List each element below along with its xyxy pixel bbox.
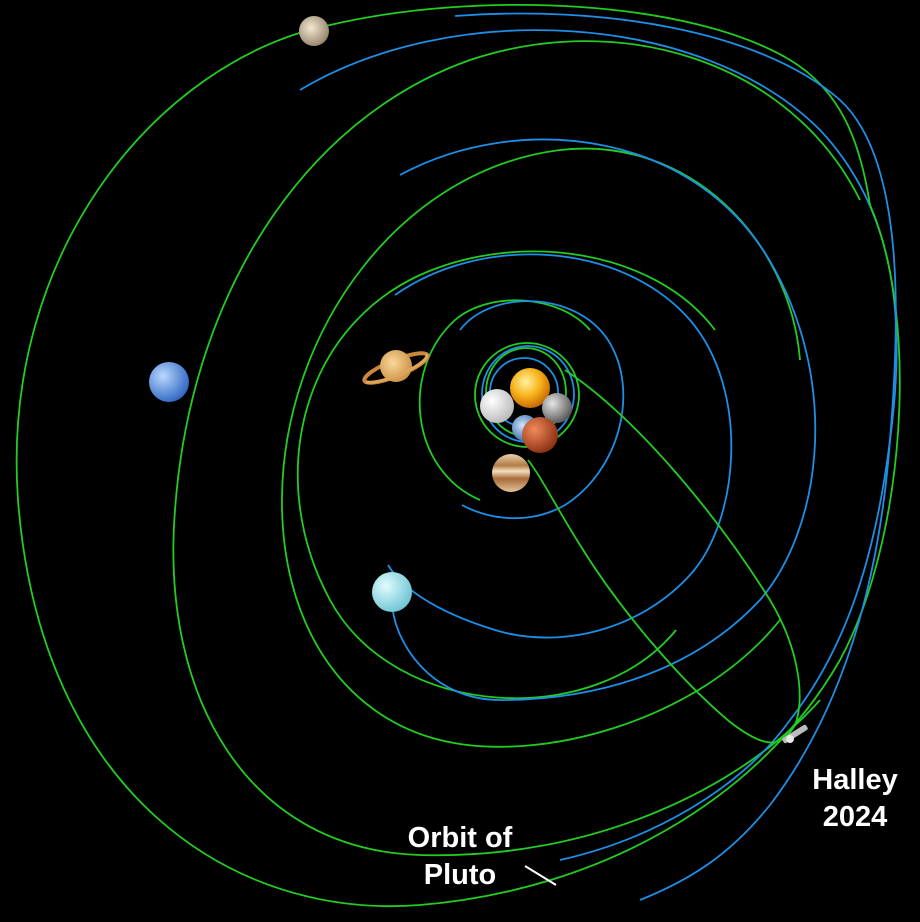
- orbit-saturn-green: [296, 250, 716, 700]
- orbit-uranus-blue: [391, 138, 817, 701]
- orbit-pluto-blue: [454, 12, 897, 901]
- halley-orbit: [527, 369, 801, 744]
- pluto-pointer-line: [524, 865, 557, 886]
- orbit-jupiter-green: [418, 299, 591, 501]
- uranus: [372, 572, 412, 612]
- halley-label-line1: Halley: [812, 764, 898, 796]
- planets: [149, 16, 808, 744]
- halley-label: Halley 2024: [805, 762, 905, 836]
- jupiter: [492, 454, 530, 492]
- outer-orbits: [15, 4, 901, 907]
- mercury: [542, 393, 572, 423]
- orbit-pluto-green: [15, 4, 901, 907]
- pluto-label-line2: Pluto: [423, 859, 497, 891]
- neptune: [149, 362, 189, 402]
- venus: [480, 389, 514, 423]
- orbit-jupiter-blue: [459, 300, 625, 520]
- halley-label-line2: 2024: [822, 801, 888, 833]
- orbit-neptune-green: [172, 40, 861, 857]
- orbit-neptune-blue: [299, 29, 898, 861]
- sun: [510, 368, 550, 408]
- pluto: [299, 16, 329, 46]
- pluto-orbit-label: Orbit of Pluto: [390, 820, 530, 894]
- halley-comet: [782, 724, 808, 744]
- orbit-saturn-blue: [387, 253, 733, 639]
- saturn: [362, 350, 430, 385]
- mars: [522, 417, 558, 453]
- pluto-label-line1: Orbit of: [407, 822, 513, 854]
